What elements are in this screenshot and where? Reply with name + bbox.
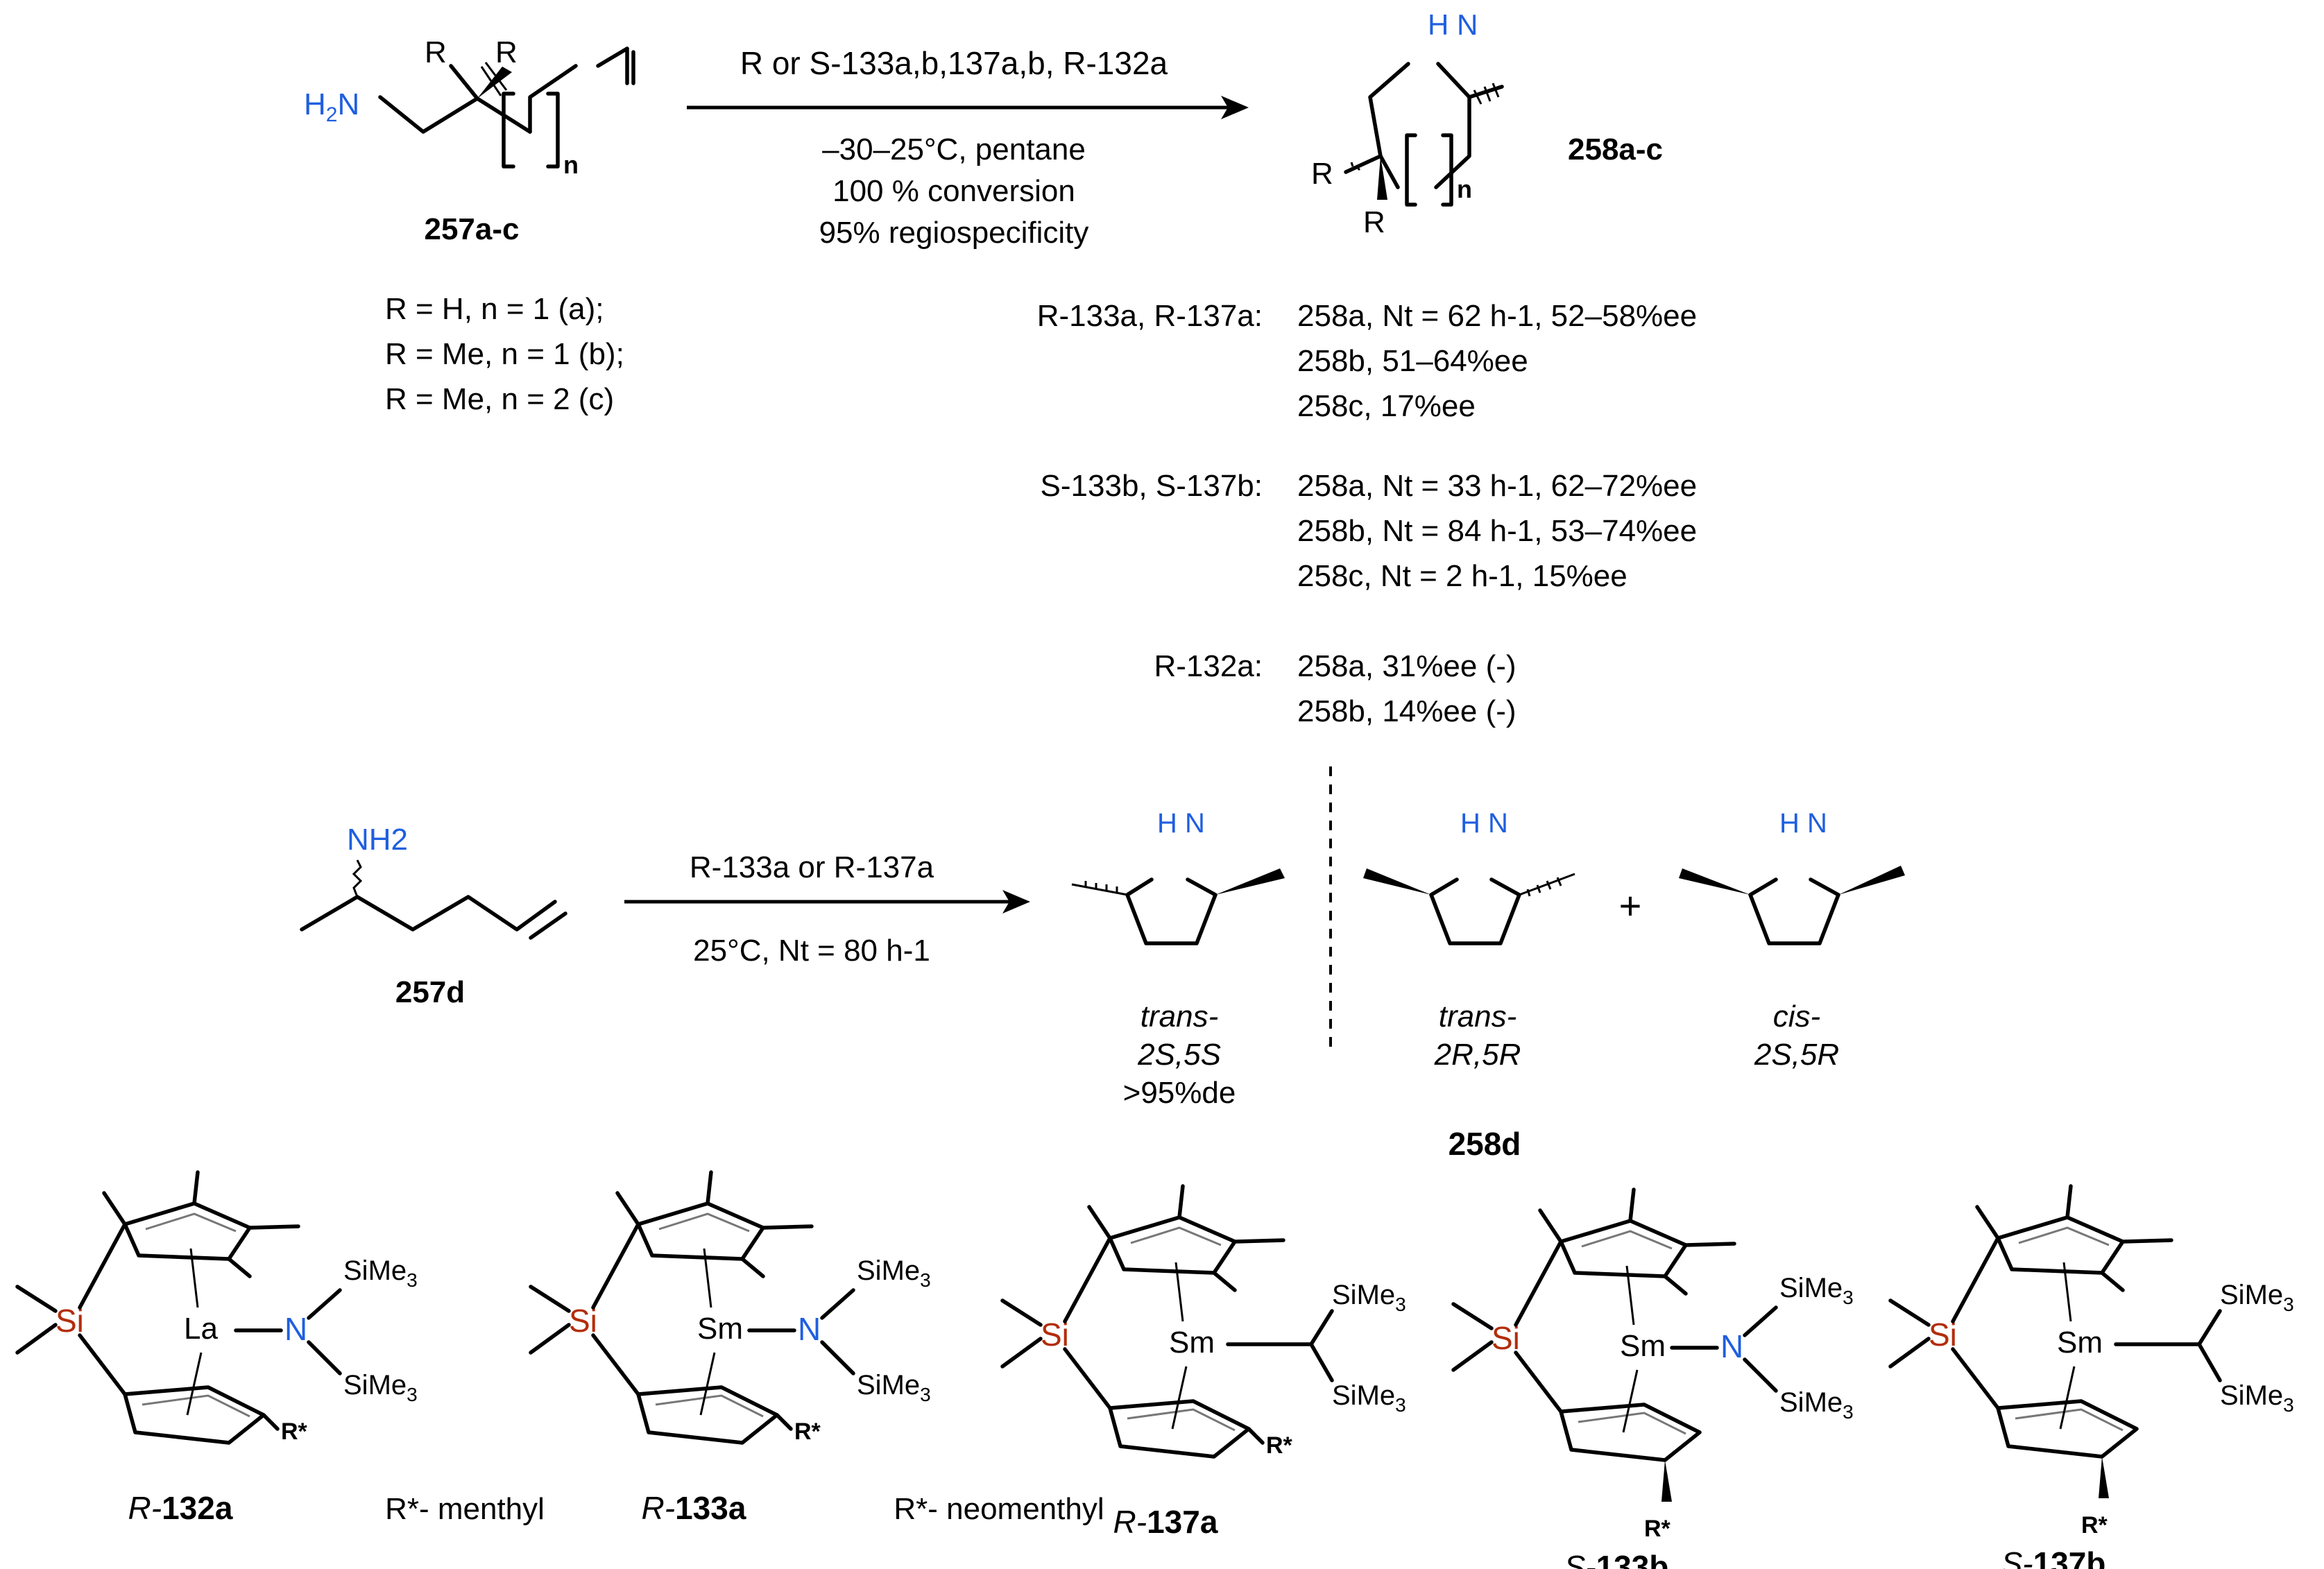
product-258d-label: 258d (1449, 1126, 1521, 1162)
product-repeat-index-n: n (1457, 175, 1472, 203)
substrate-257a-c: H2N R R n 257a-c (304, 35, 635, 246)
result-2-line-2: 258b, Nt = 84 h-1, 53–74%ee (1297, 514, 1697, 548)
definition-b: R = Me, n = 1 (b); (385, 337, 624, 371)
reagents-1: R or S-133a,b,137a,b, R-132a (740, 45, 1168, 81)
note-neomenthyl: R*- neomenthyl (894, 1492, 1104, 1526)
trimethylsilyl-2: SiMe3 (2220, 1380, 2294, 1416)
reaction-arrow-2: R-133a or R-137a 25°C, Nt = 80 h-1 (624, 850, 1030, 968)
metal-atom: Sm (697, 1312, 743, 1346)
result-2-line-3: 258c, Nt = 2 h-1, 15%ee (1297, 559, 1627, 593)
r-star-group: R* (1644, 1516, 1671, 1542)
metal-atom: Sm (1620, 1329, 1666, 1363)
results-table: R-133a, R-137a: 258a, Nt = 62 h-1, 52–58… (1037, 299, 1697, 728)
condition-regiospecificity: 95% regiospecificity (819, 216, 1089, 250)
trimethylsilyl-1: SiMe3 (1332, 1280, 1406, 1315)
product3-caption-2: 2S,5R (1754, 1038, 1839, 1072)
r-star-group: R* (1266, 1432, 1293, 1459)
substituent-r-2: R (495, 35, 518, 69)
metal-atom: La (184, 1312, 218, 1346)
pyrrolidine-product-2: H N trans- 2R,5R (1363, 808, 1575, 1072)
repeat-index-n: n (563, 151, 579, 179)
reaction-arrow-1: R or S-133a,b,137a,b, R-132a –30–25°C, p… (687, 45, 1249, 250)
plus-sign: + (1619, 884, 1642, 927)
trimethylsilyl-2: SiMe3 (1332, 1380, 1406, 1416)
result-catalyst-1: R-133a, R-137a: (1037, 299, 1263, 333)
reagents-2: R-133a or R-137a (690, 850, 934, 884)
amide-nitrogen: N (284, 1311, 307, 1347)
trimethylsilyl-1: SiMe3 (857, 1255, 931, 1291)
catalyst-label: R-137a (1113, 1504, 1218, 1540)
result-catalyst-2: S-133b, S-137b: (1041, 469, 1263, 503)
catalyst-label: S-137b (2001, 1545, 2106, 1569)
result-1-line-2: 258b, 51–64%ee (1297, 344, 1528, 378)
product-substituent-r-1: R (1311, 157, 1333, 191)
amide-nitrogen: N (798, 1311, 821, 1347)
product1-caption-3: >95%de (1123, 1076, 1236, 1110)
product2-nh-atom: H N (1460, 808, 1508, 839)
r-star-group: R* (794, 1418, 821, 1445)
product3-caption-1: cis- (1773, 1000, 1820, 1034)
metal-atom: Sm (1169, 1326, 1215, 1360)
definition-c: R = Me, n = 2 (c) (385, 382, 614, 416)
substrate-257d: NH2 257d (300, 823, 567, 1009)
substituent-definitions: R = H, n = 1 (a); R = Me, n = 1 (b); R =… (385, 292, 624, 416)
r-star-group: R* (2081, 1512, 2108, 1538)
metal-atom: Sm (2057, 1326, 2103, 1360)
catalyst-label: S-133b (1564, 1549, 1669, 1569)
result-3-line-1: 258a, 31%ee (-) (1297, 649, 1516, 683)
conditions-2: 25°C, Nt = 80 h-1 (693, 934, 930, 968)
substrate-label: 257a-c (424, 212, 519, 246)
trimethylsilyl-1: SiMe3 (1779, 1273, 1854, 1308)
trimethylsilyl-1: SiMe3 (2220, 1280, 2294, 1315)
note-menthyl: R*- menthyl (385, 1492, 545, 1526)
condition-temperature: –30–25°C, pentane (822, 132, 1086, 166)
product1-caption-1: trans- (1140, 1000, 1218, 1034)
trimethylsilyl-2: SiMe3 (1779, 1387, 1854, 1423)
result-catalyst-3: R-132a: (1154, 649, 1263, 683)
result-1-line-3: 258c, 17%ee (1297, 389, 1476, 423)
product-nh-atom: H N (1428, 8, 1478, 41)
catalyst-label: R-132a (128, 1490, 233, 1526)
definition-a: R = H, n = 1 (a); (385, 292, 604, 326)
product-label: 258a-c (1568, 132, 1663, 166)
trimethylsilyl-2: SiMe3 (343, 1370, 418, 1405)
condition-conversion: 100 % conversion (832, 174, 1075, 208)
product-258a-c: H N n R R 258a-c (1311, 8, 1663, 239)
result-1-line-1: 258a, Nt = 62 h-1, 52–58%ee (1297, 299, 1697, 333)
trimethylsilyl-2: SiMe3 (857, 1370, 931, 1405)
catalyst-label: R-133a (642, 1490, 746, 1526)
product1-nh-atom: H N (1157, 808, 1205, 839)
r-star-group: R* (281, 1418, 308, 1445)
trimethylsilyl-1: SiMe3 (343, 1255, 418, 1291)
result-2-line-1: 258a, Nt = 33 h-1, 62–72%ee (1297, 469, 1697, 503)
amine-nh2-atom: NH2 (347, 823, 408, 857)
substrate-257d-label: 257d (395, 975, 465, 1009)
amine-atom-label: H2N (304, 87, 359, 126)
product-substituent-r-2: R (1363, 205, 1385, 239)
result-3-line-2: 258b, 14%ee (-) (1297, 694, 1516, 728)
pyrrolidine-product-1: H N trans- 2S,5S >95%de (1071, 808, 1285, 1110)
pyrrolidine-product-3: H N cis- 2S,5R (1679, 808, 1905, 1072)
product2-caption-2: 2R,5R (1434, 1038, 1521, 1072)
product3-nh-atom: H N (1779, 808, 1827, 839)
substituent-r-1: R (425, 35, 447, 69)
product1-caption-2: 2S,5S (1137, 1038, 1221, 1072)
product2-caption-1: trans- (1439, 1000, 1516, 1034)
amide-nitrogen: N (1720, 1328, 1743, 1364)
